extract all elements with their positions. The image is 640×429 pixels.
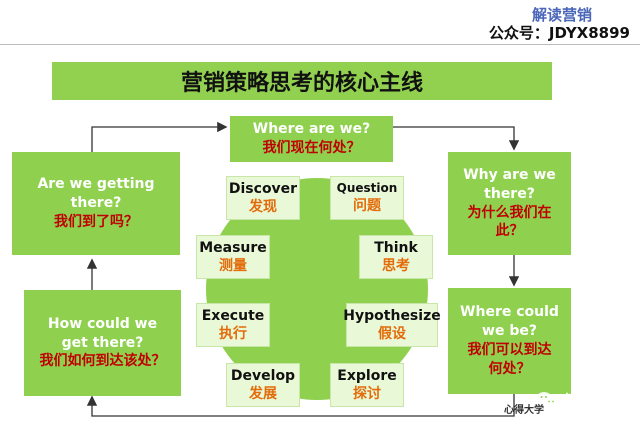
- outer-box-why-are-we-there: Why are we there? 为什么我们在 此？: [448, 152, 571, 255]
- watermark: 解读营销: [536, 390, 620, 410]
- inner-think-zh: 思考: [382, 258, 410, 274]
- inner-discover-en: Discover: [228, 180, 298, 197]
- inner-explore-zh: 探讨: [353, 386, 381, 402]
- inner-think-en: Think: [374, 239, 418, 256]
- outer-box-where-could-we-be: Where could we be? 我们可以到达 何处？: [448, 288, 571, 394]
- arrow-left-to-top: [91, 121, 228, 152]
- brand-account: 公众号：JDYX8899: [488, 24, 630, 42]
- wechat-icon: [536, 391, 558, 409]
- inner-measure-zh: 测量: [219, 258, 247, 274]
- outer-left-bottom-en: How could we get there?: [47, 315, 158, 351]
- outer-right-bottom-zh: 我们可以到达 何处？: [467, 342, 552, 377]
- watermark-label: 解读营销: [564, 393, 620, 409]
- outer-top-zh: 我们现在何处？: [262, 140, 361, 156]
- outer-right-bottom-en: Where could we be?: [460, 304, 559, 340]
- inner-box-think: Think 思考: [359, 235, 433, 279]
- arrow-top-to-right: [393, 126, 520, 151]
- inner-execute-en: Execute: [201, 307, 265, 324]
- inner-discover-zh: 发现: [249, 199, 277, 215]
- outer-left-top-en: Are we getting there?: [37, 176, 155, 212]
- inner-execute-zh: 执行: [219, 326, 247, 342]
- arrow-bottom-to-left: [86, 394, 515, 417]
- inner-measure-en: Measure: [199, 239, 267, 256]
- inner-develop-zh: 发展: [249, 386, 277, 402]
- inner-box-explore: Explore 探讨: [330, 363, 404, 407]
- outer-left-top-zh: 我们到了吗？: [54, 213, 138, 230]
- outer-right-top-zh: 为什么我们在 此？: [467, 204, 552, 240]
- inner-box-develop: Develop 发展: [226, 363, 300, 407]
- header-divider: [0, 44, 640, 45]
- inner-develop-en: Develop: [230, 367, 296, 384]
- outer-left-bottom-zh: 我们如何到达该处？: [39, 353, 166, 370]
- outer-box-how-could-we-get-there: How could we get there? 我们如何到达该处？: [24, 290, 181, 396]
- brand-name: 解读营销: [531, 6, 592, 24]
- inner-question-en: Question: [336, 181, 398, 196]
- inner-hypothesize-zh: 假设: [378, 326, 406, 342]
- inner-question-zh: 问题: [353, 197, 381, 214]
- outer-box-are-we-getting-there: Are we getting there? 我们到了吗？: [12, 152, 180, 255]
- outer-top-en: Where are we?: [252, 121, 371, 138]
- outer-right-top-en: Why are we there?: [463, 166, 556, 202]
- inner-box-execute: Execute 执行: [196, 303, 270, 347]
- inner-hypothesize-en: Hypothesize: [343, 307, 441, 324]
- inner-box-question: Question 问题: [330, 176, 404, 220]
- inner-box-measure: Measure 测量: [196, 235, 270, 279]
- inner-explore-en: Explore: [337, 367, 397, 384]
- outer-box-where-are-we: Where are we? 我们现在何处？: [230, 116, 393, 162]
- diagram-title: 营销策略思考的核心主线: [52, 62, 552, 100]
- inner-box-discover: Discover 发现: [226, 176, 300, 220]
- overlap-caption: 心得大学: [504, 405, 544, 416]
- inner-box-hypothesize: Hypothesize 假设: [343, 303, 441, 347]
